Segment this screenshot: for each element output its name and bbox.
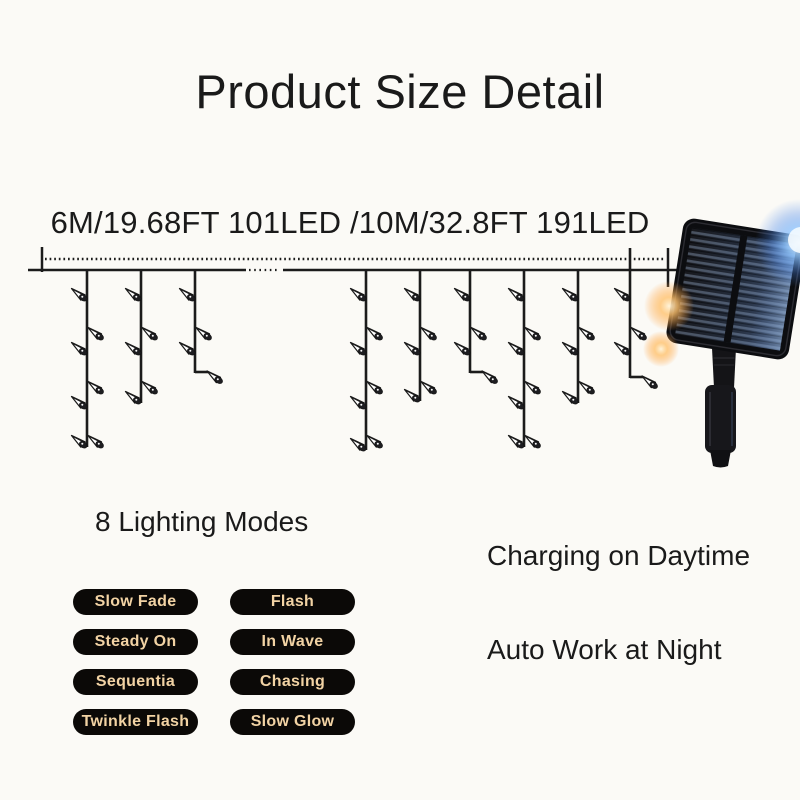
feature-charging-daytime: Charging on Daytime xyxy=(487,540,751,571)
mode-button-in-wave[interactable]: In Wave xyxy=(230,629,355,655)
panel-stake xyxy=(705,348,736,468)
lighting-modes-heading: 8 Lighting Modes xyxy=(95,506,309,537)
mode-button-steady-on[interactable]: Steady On xyxy=(73,629,198,655)
mode-button-slow-glow[interactable]: Slow Glow xyxy=(230,709,355,735)
solar-panel-icon xyxy=(643,199,800,468)
page-title: Product Size Detail xyxy=(195,65,605,118)
feature-auto-night: Auto Work at Night xyxy=(487,634,722,665)
mode-button-sequentia[interactable]: Sequentia xyxy=(73,669,198,695)
mode-button-twinkle-flash[interactable]: Twinkle Flash xyxy=(73,709,198,735)
size-measurement-label: 6M/19.68FT 101LED /10M/32.8FT 191LED xyxy=(50,205,650,240)
mode-button-flash[interactable]: Flash xyxy=(230,589,355,615)
orange-flare xyxy=(644,281,694,331)
icicle-lights-layer xyxy=(28,247,684,452)
mode-button-chasing[interactable]: Chasing xyxy=(230,669,355,695)
mode-button-slow-fade[interactable]: Slow Fade xyxy=(73,589,198,615)
blue-flare xyxy=(755,199,800,287)
